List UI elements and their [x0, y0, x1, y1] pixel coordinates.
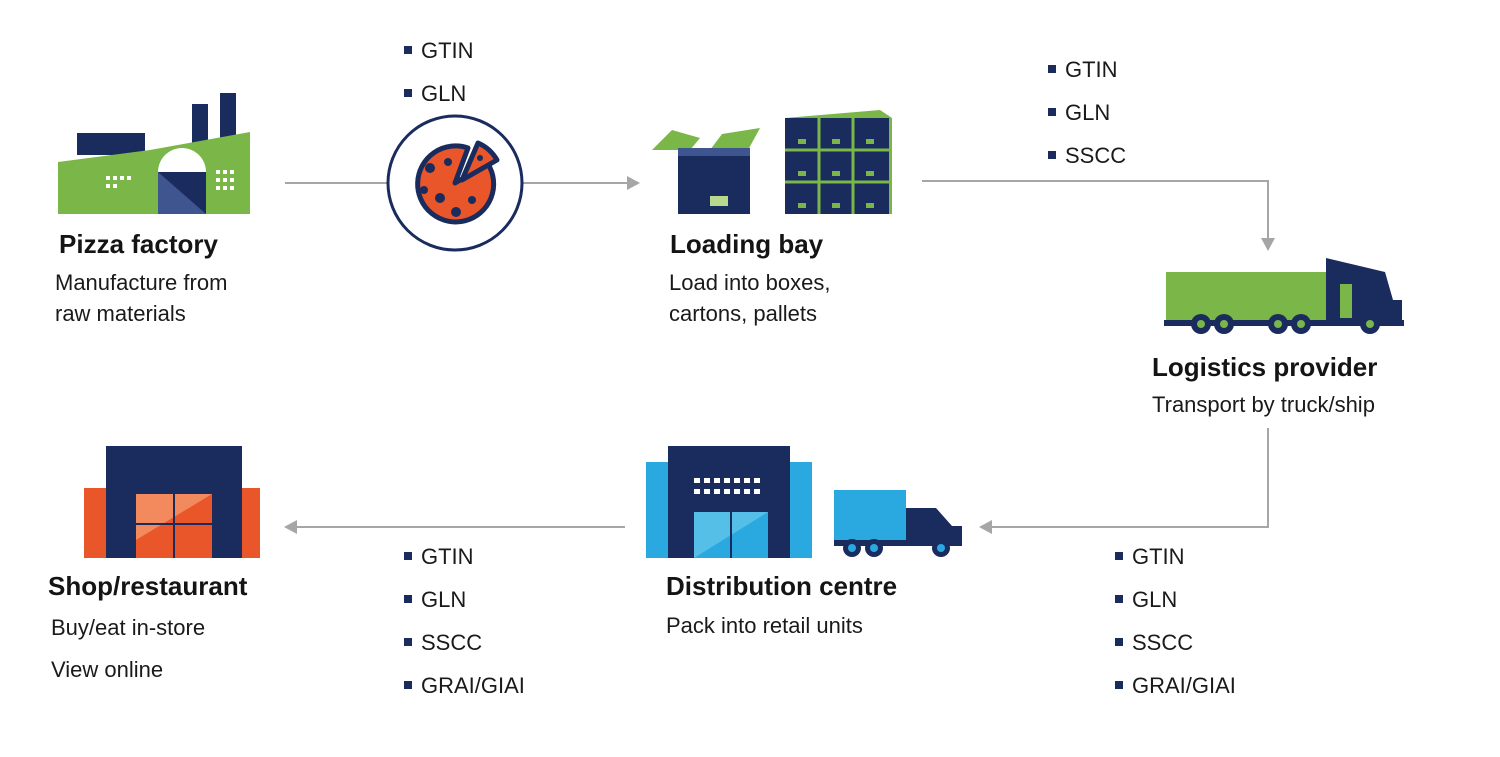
stage-desc-line: View online	[51, 657, 164, 682]
identifier-list-logistics-to-distribution: GTIN GLN SSCC GRAI/GIAI	[1115, 546, 1236, 718]
identifier-item: GTIN	[1048, 59, 1126, 102]
stage-desc-line: raw materials	[55, 301, 186, 326]
boxes-pallet-icon	[652, 110, 892, 214]
identifier-list-loading-to-logistics: GTIN GLN SSCC	[1048, 59, 1126, 188]
arrow-logistics-to-distribution	[990, 428, 1269, 528]
warehouse-icon	[646, 446, 812, 558]
identifier-list-factory-to-loading: GTIN GLN	[404, 40, 474, 126]
identifier-item: GTIN	[1115, 546, 1236, 589]
shop-icon	[84, 446, 260, 558]
stage-desc-shop-restaurant: Buy/eat in-store View online	[51, 607, 205, 691]
stage-desc-line: Transport by truck/ship	[1152, 392, 1375, 417]
stage-title-shop-restaurant: Shop/restaurant	[48, 571, 248, 601]
identifier-item: SSCC	[1048, 145, 1126, 188]
stage-desc-line: cartons, pallets	[669, 301, 817, 326]
identifier-item: GLN	[404, 589, 525, 632]
stage-desc-logistics-provider: Transport by truck/ship	[1152, 389, 1375, 420]
stage-title-distribution-centre: Distribution centre	[666, 571, 898, 601]
identifier-item: GTIN	[404, 546, 525, 589]
identifier-item: GLN	[1048, 102, 1126, 145]
stage-desc-distribution-centre: Pack into retail units	[666, 610, 863, 641]
factory-icon	[58, 93, 250, 214]
identifier-item: SSCC	[1115, 632, 1236, 675]
identifier-item: GRAI/GIAI	[404, 675, 525, 718]
stage-desc-loading-bay: Load into boxes, cartons, pallets	[669, 267, 830, 329]
arrow-loading-to-logistics	[922, 180, 1269, 240]
stage-desc-line: Load into boxes,	[669, 270, 831, 295]
pizza-icon	[386, 114, 524, 252]
identifier-list-distribution-to-shop: GTIN GLN SSCC GRAI/GIAI	[404, 546, 525, 718]
identifier-item: GRAI/GIAI	[1115, 675, 1236, 718]
stage-title-pizza-factory: Pizza factory	[59, 229, 218, 259]
delivery-van-icon	[834, 490, 962, 557]
stage-desc-line: Pack into retail units	[666, 613, 863, 638]
connector-arrows	[285, 180, 1269, 528]
identifier-item: GLN	[404, 83, 474, 126]
identifier-item: GLN	[1115, 589, 1236, 632]
identifier-item: GTIN	[404, 40, 474, 83]
identifier-item: SSCC	[404, 632, 525, 675]
stage-desc-line: Buy/eat in-store	[51, 615, 206, 640]
arrowheads	[284, 176, 1275, 534]
truck-icon	[1164, 258, 1404, 334]
stage-title-logistics-provider: Logistics provider	[1152, 352, 1378, 382]
stage-desc-pizza-factory: Manufacture from raw materials	[55, 267, 227, 329]
stage-title-loading-bay: Loading bay	[670, 229, 824, 259]
stage-desc-line: Manufacture from	[55, 270, 228, 295]
